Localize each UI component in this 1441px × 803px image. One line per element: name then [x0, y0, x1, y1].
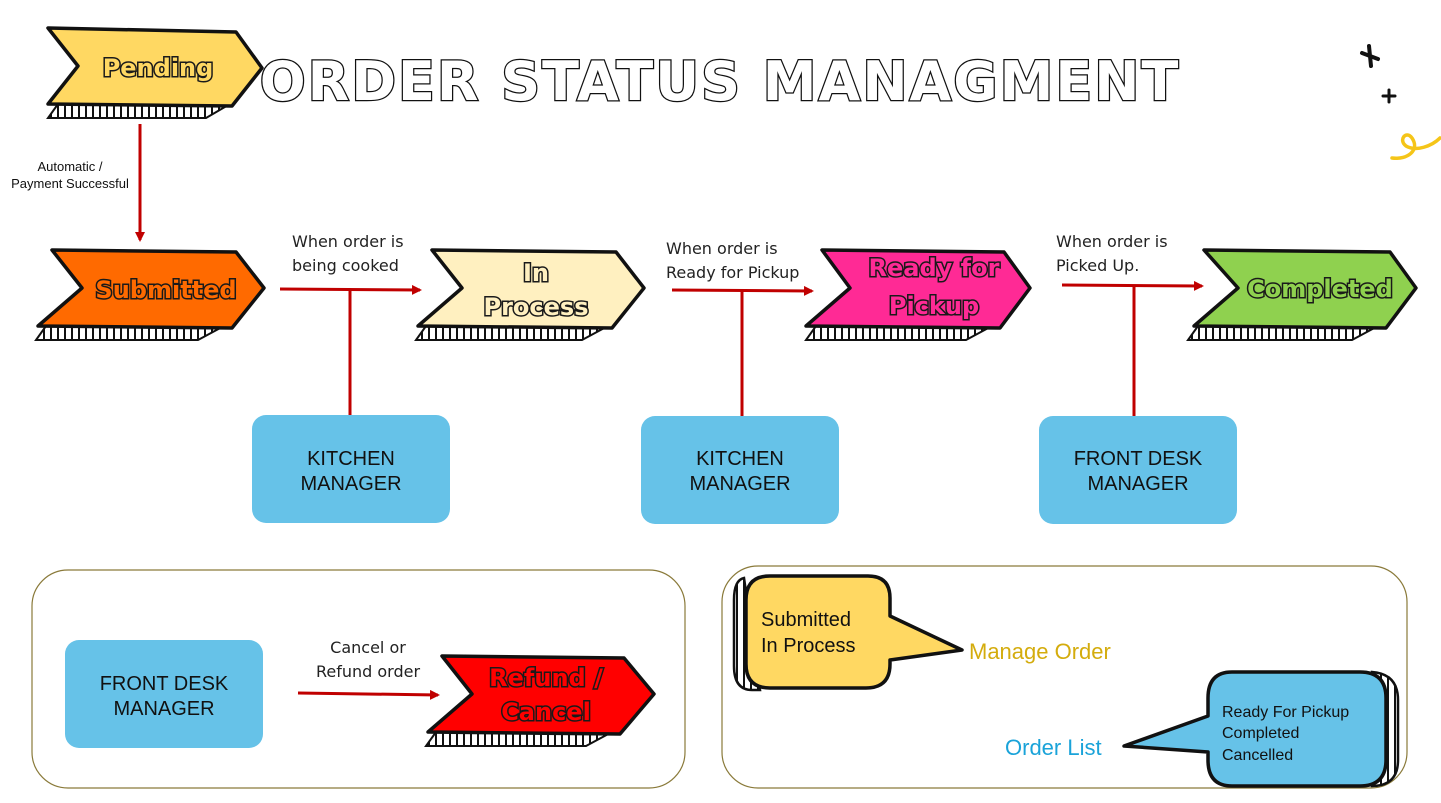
status-label: Refund / [489, 664, 603, 692]
role-label: MANAGER [113, 698, 214, 720]
chevron-shape [46, 26, 264, 108]
order-list-bubble: Ready For Pickup Completed Cancelled [1122, 670, 1400, 788]
transition-ready-for-pickup: When order is Ready for Pickup [666, 239, 814, 416]
transition-label: Ready for Pickup [666, 263, 799, 282]
transition-label: When order is [1056, 232, 1168, 251]
role-front-desk-manager-1: FRONT DESK MANAGER [1039, 416, 1237, 524]
role-label: KITCHEN [696, 448, 784, 470]
role-label: MANAGER [300, 473, 401, 495]
role-front-desk-manager-2 [65, 640, 263, 748]
status-pending: Pending [46, 26, 264, 119]
status-label: Process [484, 293, 589, 321]
status-ready-for-pickup: Ready for Pickup [804, 248, 1032, 341]
status-label: Ready for [869, 254, 1000, 282]
transition-label: Picked Up. [1056, 256, 1139, 275]
role-label: MANAGER [1087, 473, 1188, 495]
status-completed: Completed [1186, 248, 1418, 341]
role-label: MANAGER [689, 473, 790, 495]
transition-label: Cancel or [330, 638, 406, 657]
views-panel: Submitted In Process Manage Order Ready … [721, 565, 1408, 789]
status-label: Pending [103, 54, 214, 82]
manage-order-item: Submitted [761, 609, 851, 631]
manage-order-item: In Process [761, 635, 855, 657]
status-label: Submitted [95, 276, 236, 304]
transition-label: When order is [666, 239, 778, 258]
transition-label: When order is [292, 232, 404, 251]
status-label: Completed [1247, 275, 1393, 303]
transition-label: Payment Successful [11, 176, 129, 191]
role-label: KITCHEN [307, 448, 395, 470]
status-submitted: Submitted [34, 248, 266, 341]
sparkle-decoration [1360, 44, 1441, 160]
order-list-item: Completed [1222, 725, 1299, 742]
status-refund-cancel: Refund / Cancel [424, 654, 656, 747]
transition-being-cooked: When order is being cooked [279, 232, 422, 415]
order-list-item: Cancelled [1222, 747, 1293, 764]
role-kitchen-manager-2: KITCHEN MANAGER [641, 416, 839, 524]
role-kitchen-manager-1: KITCHEN MANAGER [252, 415, 450, 523]
transition-label: Automatic / [37, 159, 102, 174]
manage-order-label: Manage Order [969, 639, 1111, 664]
manage-order-bubble: Submitted In Process [732, 574, 964, 692]
transition-label: being cooked [292, 256, 399, 275]
order-list-item: Ready For Pickup [1222, 704, 1349, 721]
transition-picked-up: When order is Picked Up. [1056, 232, 1204, 416]
status-label: In [523, 259, 549, 287]
refund-cancel-panel: FRONT DESK MANAGER Cancel or Refund orde… [31, 569, 686, 789]
transition-label: Refund order [316, 662, 420, 681]
transition-automatic: Automatic / Payment Successful [11, 124, 145, 242]
role-label: FRONT DESK [100, 673, 229, 695]
status-in-process: In Process [414, 248, 646, 341]
role-label: FRONT DESK [1074, 448, 1203, 470]
page-title: ORDER STATUS MANAGMENT [260, 50, 1181, 113]
status-label: Pickup [889, 292, 979, 320]
order-list-label: Order List [1005, 735, 1102, 760]
status-label: Cancel [501, 698, 591, 726]
